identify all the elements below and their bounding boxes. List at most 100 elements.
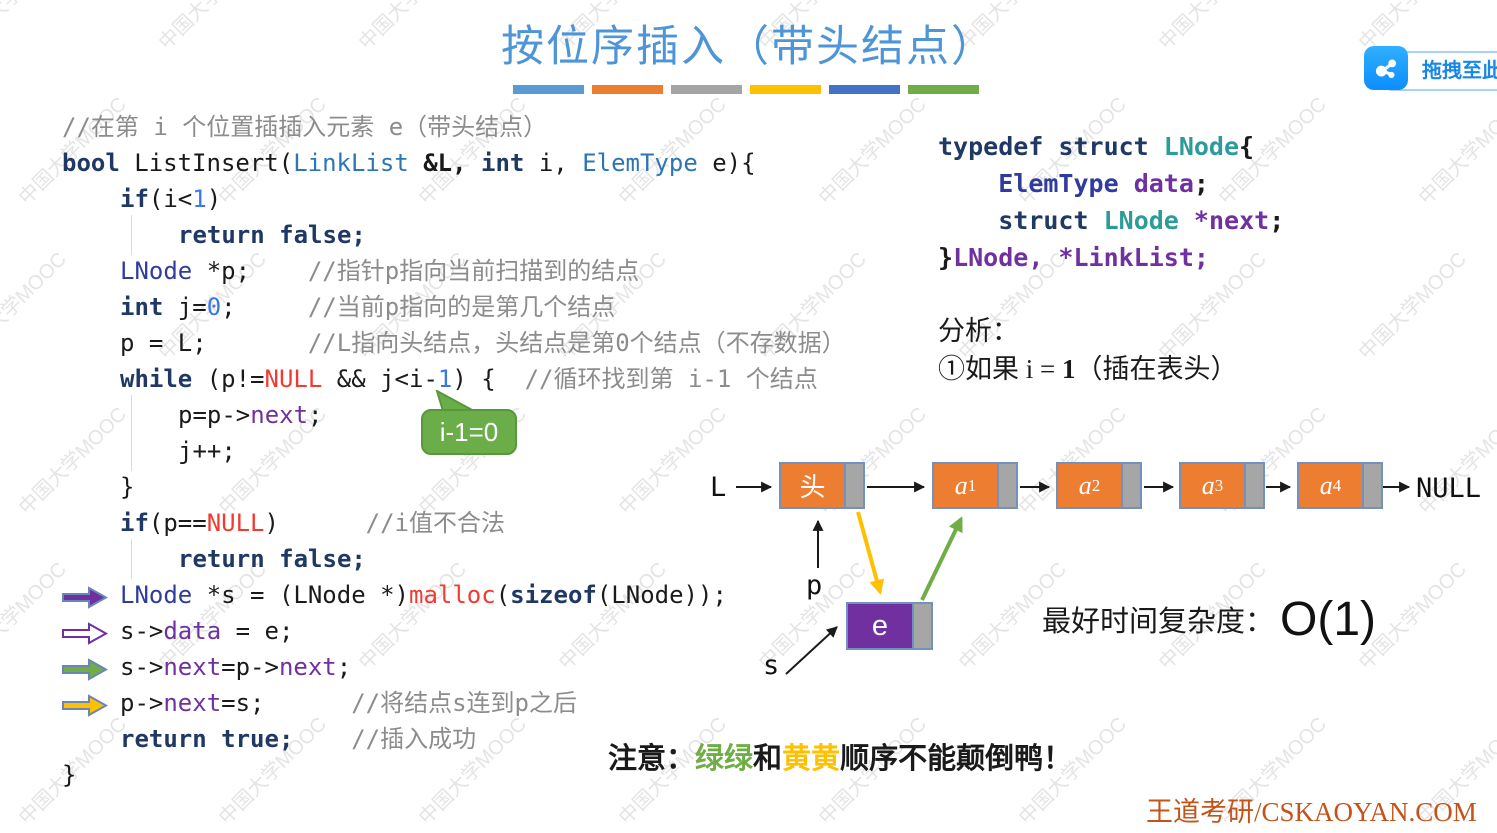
code-token: (i< [148,185,193,213]
code-token: if [120,185,149,213]
code-token: NULL [206,509,265,537]
netdisk-cloud-icon[interactable] [1364,46,1408,90]
node-data-cell: 头 [781,464,844,507]
code-line: while (p!=NULL && j<i-1) { //循环找到第 i-1 个… [62,361,846,397]
code-token: 1 [192,185,207,213]
code-token: sizeof [510,581,597,609]
code-token: LinkList [293,149,409,177]
label-null: NULL [1416,473,1482,504]
arrow-s-pointer [785,626,838,675]
page-title: 按位序插入（带头结点） [501,24,996,71]
code-token: j++; [178,437,236,465]
title-bar [750,85,821,94]
code-line: }LNode, *LinkList; [938,239,1284,276]
code-token: ; [336,653,352,681]
watermark-text: 中国大学MOOC [0,248,71,365]
code-token: 0 [206,293,222,321]
title-bar [513,85,584,94]
code-token: struct [998,206,1089,235]
code-token: ( [495,581,511,609]
code-token: = e; [221,617,294,645]
code-token: malloc [409,581,496,609]
title-bar [592,85,663,94]
code-token: return false; [178,221,366,249]
indent-guide [131,431,132,471]
title-bar [908,85,979,94]
code-token: ListInsert( [119,149,294,177]
code-line: LNode *p; //指针p指向当前扫描到的结点 [62,253,846,289]
code-line: } [62,757,846,793]
code-token: typedef struct [938,132,1164,161]
linked-list-arrows [736,481,1411,675]
code-line: //在第 i 个位置插插入元素 e（带头结点） [62,109,846,145]
code-line: } [62,469,846,505]
new-node-pointer-cell [912,604,931,648]
code-token: next [163,689,222,717]
code-token: data [163,617,222,645]
node-pointer-cell [1121,464,1140,507]
code-token: return false; [178,545,366,573]
code-token: p=p-> [178,401,251,429]
yellow-step-arrow-icon [62,691,109,717]
code-line: p = L; //L指向头结点，头结点是第0个结点（不存数据） [62,325,846,361]
code-token: (LNode)); [596,581,727,609]
code-token: data [1133,169,1194,198]
code-token: //L指向头结点，头结点是第0个结点（不存数据） [307,329,846,357]
title-bar [671,85,742,94]
code-token: NULL [264,365,323,393]
code-token: 1 [437,365,453,393]
code-token: ) [206,185,222,213]
code-token: p-> [120,689,164,717]
code-token: { [1239,132,1255,161]
purple-outline-step-arrow-icon [62,619,109,645]
indent-guide [131,395,132,435]
code-token: ; [1269,206,1285,235]
code-token [1179,206,1194,235]
code-token [938,169,998,198]
code-line: j++; [62,431,846,471]
code-token: //指针p指向当前扫描到的结点 [307,257,640,285]
drag-upload-overlay[interactable]: 拖拽至此上 [1364,44,1497,96]
code-line: return false; [62,215,846,255]
code-token [1119,169,1134,198]
label-s: s [763,650,780,681]
code-line: struct LNode *next; [938,202,1284,239]
code-token: *next [1193,206,1270,235]
node-pointer-cell [997,464,1016,507]
node-pointer-cell [844,464,863,507]
code-token: LNode [120,257,193,285]
code-line: bool ListInsert(LinkList &L, int i, Elem… [62,145,846,181]
analysis-heading: 分析： [938,316,1019,346]
code-line: LNode *s = (LNode *)malloc(sizeof(LNode)… [62,577,846,613]
complexity-line: 最好时间复杂度： O(1) [1042,588,1376,650]
code-line: typedef struct LNode{ [938,128,1284,165]
code-token: =s; [221,689,352,717]
code-line: if(p==NULL) //i值不合法 [62,505,846,541]
code-token: s-> [120,653,164,681]
code-token: return true; [120,725,294,753]
code-token: LNode [1103,206,1179,235]
code-token: } [938,243,954,272]
code-token: &L, [408,149,482,177]
note-line: 注意：绿绿和黄黄顺序不能颠倒鸭！ [608,743,1073,775]
code-token: LNode [120,581,193,609]
c-code-listing: //在第 i 个位置插插入元素 e（带头结点）bool ListInsert(L… [62,109,846,793]
new-node-data-cell: e [848,604,912,648]
drag-upload-label: 拖拽至此上 [1422,60,1497,82]
code-token: && j<i- [322,365,438,393]
code-token: next [250,401,309,429]
code-line: s->data = e; [62,613,846,649]
footer-brand: 王道考研/CSKAOYAN.COM [1146,797,1477,827]
code-token: =p-> [221,653,279,681]
node-pointer-cell [1362,464,1381,507]
title-underline-bars [513,85,979,94]
code-token: bool [62,149,120,177]
new-node-s: e [846,602,933,650]
complexity-prefix: 最好时间复杂度： [1042,606,1275,638]
code-token: ; [221,293,308,321]
code-token: ; [1193,169,1209,198]
